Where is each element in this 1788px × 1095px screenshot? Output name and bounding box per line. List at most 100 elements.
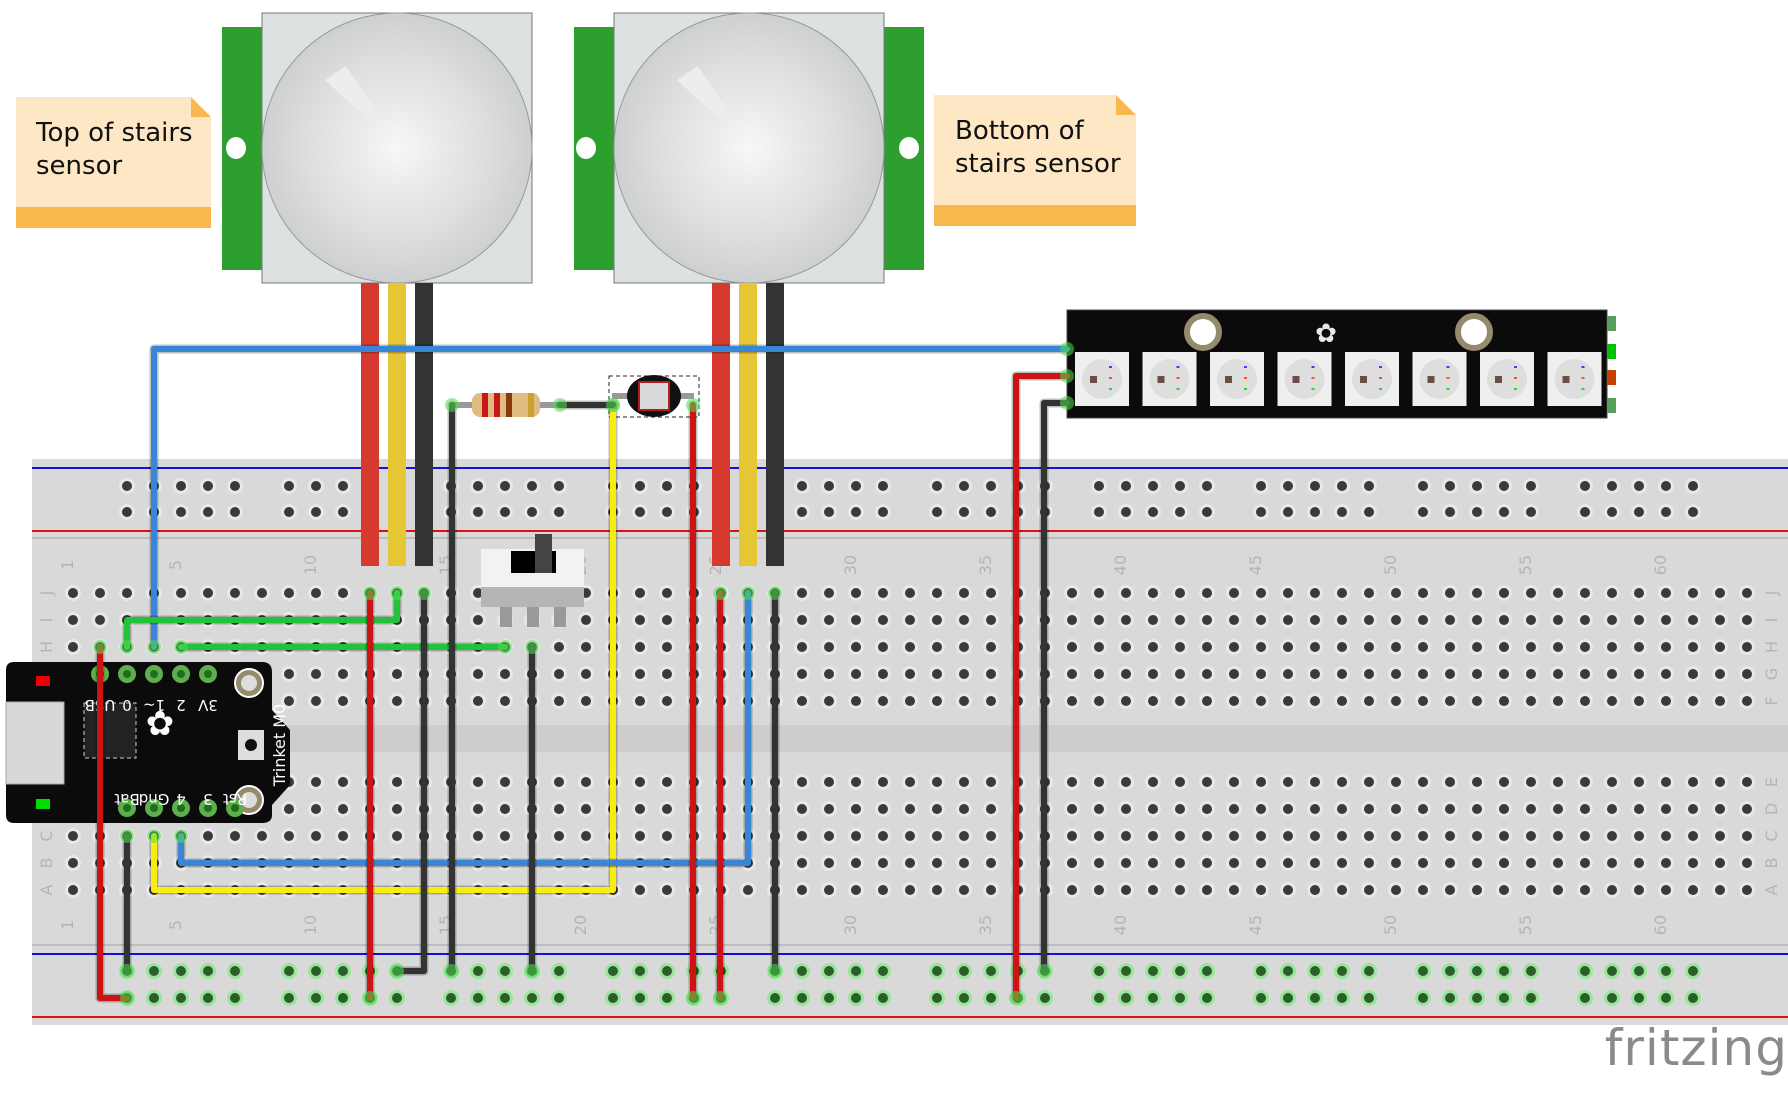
pin-center — [177, 804, 185, 812]
trinket-pcb — [6, 662, 290, 823]
rail-hole-center — [1121, 993, 1131, 1003]
row-label-F: F — [1762, 696, 1781, 705]
switch-pin — [500, 607, 512, 627]
wire-endpoint[interactable] — [417, 586, 431, 600]
rail-hole-center — [851, 966, 861, 976]
wire-endpoint[interactable] — [1060, 369, 1074, 383]
rail-hole-center — [176, 966, 186, 976]
breadboard-hole-center — [1526, 642, 1536, 652]
photocell[interactable] — [608, 375, 700, 418]
resistor[interactable] — [452, 393, 560, 417]
wire-endpoint[interactable] — [363, 586, 377, 600]
breadboard-hole-center — [1121, 642, 1131, 652]
wire-endpoint[interactable] — [1037, 964, 1051, 978]
pir2-lead-vcc — [712, 283, 730, 566]
breadboard-hole-center — [338, 804, 348, 814]
rail-hole-center — [932, 481, 942, 491]
note-top-of-stairs[interactable]: Top of stairs sensor — [16, 97, 211, 228]
breadboard-hole-center — [1634, 642, 1644, 652]
rail-hole-center — [986, 993, 996, 1003]
pin-label-0: 0 — [122, 696, 132, 714]
breadboard-hole-center — [905, 615, 915, 625]
wire-endpoint[interactable] — [498, 640, 512, 654]
wire-endpoint[interactable] — [686, 398, 700, 412]
breadboard-hole-center — [1310, 696, 1320, 706]
breadboard-hole-center — [1148, 885, 1158, 895]
breadboard-hole-center — [1445, 885, 1455, 895]
wire-0[interactable] — [151, 346, 1070, 650]
row-label-C: C — [37, 830, 56, 841]
wire-endpoint[interactable] — [768, 586, 782, 600]
wire-endpoint[interactable] — [445, 964, 459, 978]
pir-sensor-top[interactable] — [222, 12, 559, 284]
wire-endpoint[interactable] — [713, 586, 727, 600]
wire-endpoint[interactable] — [713, 991, 727, 1005]
rail-hole-center — [1526, 481, 1536, 491]
breadboard-hole-center — [1742, 777, 1752, 787]
breadboard-hole-center — [1148, 777, 1158, 787]
wire-endpoint[interactable] — [120, 964, 134, 978]
breadboard-hole-center — [392, 804, 402, 814]
wire-endpoint[interactable] — [768, 964, 782, 978]
breadboard-hole-center — [905, 642, 915, 652]
breadboard-hole-center — [1310, 642, 1320, 652]
breadboard-hole-center — [824, 804, 834, 814]
wire-endpoint[interactable] — [120, 640, 134, 654]
breadboard-hole-center — [1364, 885, 1374, 895]
wire-endpoint[interactable] — [1060, 396, 1074, 410]
wire-endpoint[interactable] — [147, 829, 161, 843]
rail-hole-center — [1499, 993, 1509, 1003]
breadboard-hole-center — [662, 642, 672, 652]
wire-16[interactable] — [1041, 400, 1070, 974]
pir-sensor-bottom[interactable] — [574, 12, 924, 284]
wire-15[interactable] — [1013, 373, 1070, 1001]
breadboard-hole-center — [1580, 642, 1590, 652]
wire-endpoint[interactable] — [93, 640, 107, 654]
wire-endpoint[interactable] — [120, 991, 134, 1005]
rail-hole-center — [1202, 993, 1212, 1003]
wire-endpoint[interactable] — [390, 964, 404, 978]
led-green — [1176, 388, 1180, 390]
breadboard-hole-center — [1418, 831, 1428, 841]
breadboard-hole-center — [1067, 858, 1077, 868]
wire-3[interactable] — [97, 644, 130, 1001]
breadboard-hole-center — [554, 642, 564, 652]
breadboard-hole-center — [1175, 777, 1185, 787]
wire-endpoint[interactable] — [174, 829, 188, 843]
breadboard-hole-center — [1121, 858, 1131, 868]
wire-endpoint[interactable] — [553, 398, 567, 412]
breadboard-hole-center — [905, 831, 915, 841]
wire-1[interactable] — [124, 590, 400, 650]
wire-endpoint[interactable] — [174, 640, 188, 654]
wire-endpoint[interactable] — [363, 991, 377, 1005]
rail-hole-center — [203, 966, 213, 976]
breadboard-hole-center — [1742, 588, 1752, 598]
neopixel-stick[interactable]: ✿ — [1066, 309, 1616, 419]
wire-endpoint[interactable] — [525, 964, 539, 978]
led-green — [1581, 388, 1585, 390]
rail-hole-center — [1121, 507, 1131, 517]
wire-endpoint[interactable] — [1009, 991, 1023, 1005]
wire-endpoint[interactable] — [525, 640, 539, 654]
breadboard-hole-center — [1094, 696, 1104, 706]
slide-switch[interactable] — [481, 534, 584, 627]
breadboard-hole-center — [1499, 858, 1509, 868]
note-bottom-of-stairs[interactable]: Bottom of stairs sensor — [934, 95, 1136, 226]
wire-5[interactable] — [151, 402, 616, 893]
wire-endpoint[interactable] — [445, 398, 459, 412]
wire-endpoint[interactable] — [1060, 342, 1074, 356]
wire-8[interactable] — [394, 590, 427, 974]
wire-endpoint[interactable] — [606, 398, 620, 412]
rail-hole-center — [176, 481, 186, 491]
wire-endpoint[interactable] — [120, 829, 134, 843]
breadboard-hole-center — [1553, 615, 1563, 625]
wire-endpoint[interactable] — [390, 586, 404, 600]
wire-6[interactable] — [178, 590, 751, 866]
wire-endpoint[interactable] — [147, 640, 161, 654]
rail-hole-center — [1283, 993, 1293, 1003]
wire-endpoint[interactable] — [686, 991, 700, 1005]
breadboard-hole-center — [1283, 642, 1293, 652]
wire-endpoint[interactable] — [741, 586, 755, 600]
rail-hole-center — [1202, 481, 1212, 491]
